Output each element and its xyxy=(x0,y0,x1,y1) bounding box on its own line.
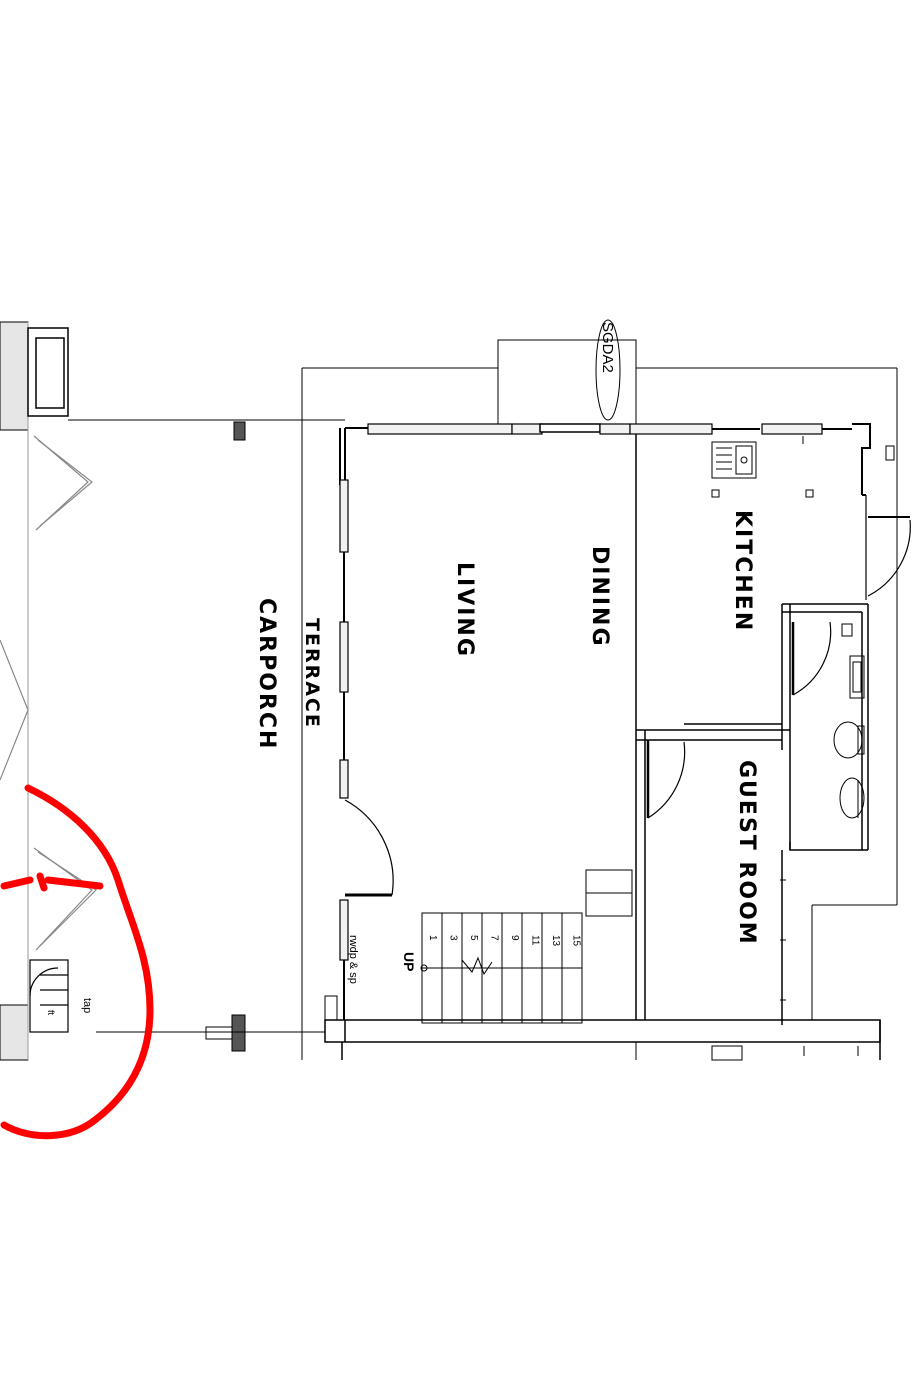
room-label-terrace: TERRACE xyxy=(301,618,323,729)
stair-step-number: 15 xyxy=(571,935,582,947)
stair-up-label: UP xyxy=(401,952,417,971)
room-label-dining: DINING xyxy=(587,546,612,648)
kitchen-fixtures xyxy=(711,436,895,498)
gate-pillar-top xyxy=(27,327,69,417)
room-label-guest-room: GUEST ROOM xyxy=(734,760,759,946)
ft-label: ft xyxy=(46,1010,56,1016)
staircase xyxy=(420,869,633,1024)
boundary-lines xyxy=(68,339,898,1060)
stair-step-number: 5 xyxy=(468,935,479,941)
carporch-posts xyxy=(205,421,246,1052)
red-circle-markup xyxy=(0,784,154,1140)
bathroom-door xyxy=(791,621,832,696)
rwdp-label: rwdp & sp xyxy=(347,935,359,984)
door-tag-label: SGDA2 xyxy=(599,322,616,373)
stair-step-number: 7 xyxy=(489,935,500,941)
guest-room-window-marks xyxy=(780,879,786,1001)
red-tick-short xyxy=(36,872,48,892)
stair-step-number: 9 xyxy=(509,935,520,941)
entrance-door xyxy=(344,799,394,897)
guest-room-door xyxy=(646,740,686,819)
red-tick-mid xyxy=(44,876,104,890)
red-markup xyxy=(0,784,154,1140)
bathroom-fixtures xyxy=(833,623,865,819)
room-label-carporch: CARPORCH xyxy=(254,598,279,750)
living-west-wall xyxy=(339,479,349,1020)
stair-step-number: 1 xyxy=(427,935,438,941)
interior-walls xyxy=(635,434,869,1025)
room-label-living: LIVING xyxy=(452,562,477,658)
door-tag: SGDA2 xyxy=(595,319,621,421)
stair-step-number: 13 xyxy=(550,935,561,947)
room-label-kitchen: KITCHEN xyxy=(730,510,755,632)
stair-step-number: 11 xyxy=(530,935,541,946)
red-tick-left xyxy=(0,876,34,890)
site-boundary-strip xyxy=(0,321,29,1061)
gate-pillar-bottom xyxy=(29,959,69,1033)
tap-label: tap xyxy=(81,998,93,1013)
stair-step-number: 3 xyxy=(448,935,459,941)
gate-swing-lines xyxy=(0,435,97,951)
kitchen-side-door xyxy=(865,495,911,600)
exterior-walls xyxy=(339,423,871,496)
bottom-walls xyxy=(96,995,881,1061)
